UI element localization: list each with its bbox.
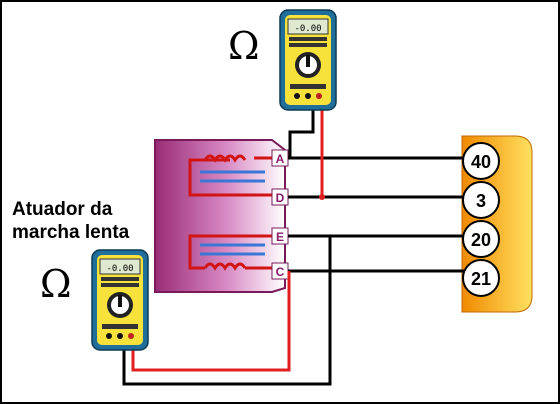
svg-text:-0.00: -0.00 bbox=[294, 24, 321, 34]
coil-upper bbox=[188, 154, 274, 197]
bottom-meter-black-lead bbox=[122, 236, 332, 386]
caption-line-2: marcha lenta bbox=[12, 222, 130, 243]
svg-text:E: E bbox=[276, 230, 284, 244]
svg-text:D: D bbox=[276, 191, 285, 205]
svg-text:40: 40 bbox=[471, 152, 491, 172]
ohm-symbol-top: Ω bbox=[228, 24, 260, 68]
svg-text:21: 21 bbox=[471, 269, 491, 289]
actuator-caption: Atuador da marcha lenta bbox=[12, 198, 162, 244]
terminal-a: A bbox=[271, 149, 289, 167]
svg-text:C: C bbox=[276, 265, 285, 279]
svg-text:-0.00: -0.00 bbox=[106, 264, 133, 274]
caption-line-1: Atuador da bbox=[12, 199, 113, 220]
terminal-d: D bbox=[271, 188, 289, 206]
ohm-symbol-left: Ω bbox=[40, 262, 72, 306]
pin-3: 3 bbox=[462, 181, 500, 219]
pin-40: 40 bbox=[462, 142, 500, 180]
pin-20: 20 bbox=[462, 220, 500, 258]
pin-21: 21 bbox=[462, 259, 500, 297]
svg-text:3: 3 bbox=[476, 191, 486, 211]
coil-lower bbox=[188, 234, 274, 271]
multimeter-top: -0.00 bbox=[279, 9, 337, 111]
terminal-e: E bbox=[271, 227, 289, 245]
svg-text:20: 20 bbox=[471, 230, 491, 250]
top-meter-black-lead bbox=[288, 105, 315, 158]
multimeter-bottom: -0.00 bbox=[91, 249, 149, 351]
svg-text:A: A bbox=[276, 152, 285, 166]
terminal-c: C bbox=[271, 262, 289, 280]
